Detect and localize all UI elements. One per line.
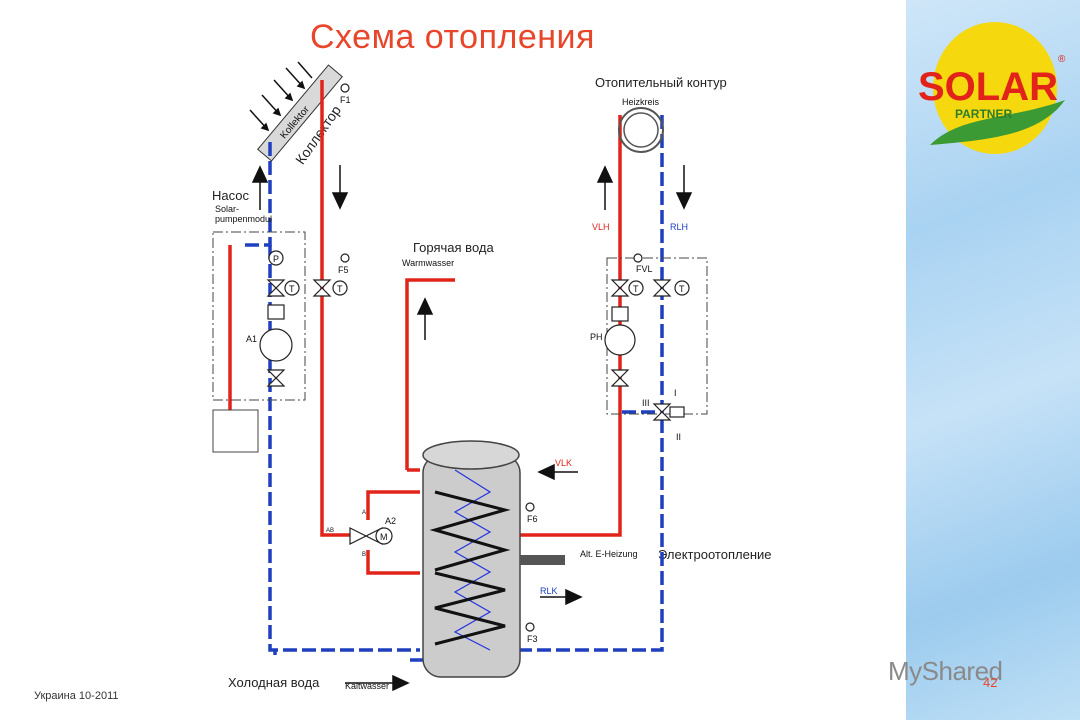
- svg-text:Alt. E-Heizung: Alt. E-Heizung: [580, 549, 638, 559]
- svg-text:F5: F5: [338, 265, 349, 275]
- hot-water-label: Горячая вода: [413, 240, 494, 255]
- svg-text:RLK: RLK: [540, 586, 558, 596]
- expansion-vessel: [212, 409, 259, 453]
- svg-text:A: A: [362, 510, 366, 516]
- flow-arrows: [251, 165, 693, 692]
- storage-tank: [422, 440, 565, 678]
- heating-circuit-label: Отопительный контур: [595, 75, 727, 90]
- svg-text:A1: A1: [246, 334, 257, 344]
- svg-text:T: T: [633, 284, 639, 294]
- svg-text:I: I: [674, 388, 677, 398]
- svg-text:FVL: FVL: [636, 264, 653, 274]
- svg-text:III: III: [642, 398, 650, 408]
- components: [259, 83, 690, 632]
- svg-text:F3: F3: [527, 634, 538, 644]
- svg-text:AB: AB: [326, 528, 334, 534]
- svg-text:RLH: RLH: [670, 222, 688, 232]
- svg-text:II: II: [676, 432, 681, 442]
- svg-text:Solar-: Solar-: [215, 204, 239, 214]
- svg-text:F1: F1: [340, 95, 351, 105]
- svg-text:B: B: [362, 552, 366, 558]
- watermark: MyShared: [888, 656, 1003, 686]
- pump-label: Насос: [212, 188, 249, 203]
- slide-title: Схема отопления: [310, 18, 595, 56]
- svg-text:P: P: [273, 254, 279, 264]
- cold-water-label: Холодная вода: [228, 675, 320, 690]
- svg-text:F6: F6: [527, 514, 538, 524]
- svg-text:Warmwasser: Warmwasser: [402, 258, 454, 268]
- svg-text:Heizkreis: Heizkreis: [622, 97, 660, 107]
- solar-partner-logo: SOLAR PARTNER ®: [918, 22, 1066, 154]
- svg-text:VLH: VLH: [592, 222, 610, 232]
- svg-text:M: M: [380, 532, 388, 542]
- svg-text:PH: PH: [590, 332, 603, 342]
- logo-sub: PARTNER: [955, 107, 1012, 121]
- pump-module-box: [212, 231, 306, 401]
- logo-brand: SOLAR: [918, 65, 1058, 109]
- hot-pipes: [228, 80, 622, 575]
- svg-text:A2: A2: [385, 516, 396, 526]
- svg-text:T: T: [289, 284, 295, 294]
- electric-heating-label: Электроотопление: [658, 547, 772, 562]
- diagram-labels: F1 Solar- pumpenmodul P T F5 T A1 Warmwa…: [215, 95, 688, 691]
- heizkreis-radiator: [618, 107, 664, 153]
- svg-text:pumpenmodul: pumpenmodul: [215, 214, 272, 224]
- logo-reg: ®: [1058, 54, 1066, 65]
- svg-text:Kaltwasser: Kaltwasser: [345, 681, 389, 691]
- sun-rays: [249, 61, 313, 132]
- svg-text:T: T: [337, 284, 343, 294]
- svg-text:VLK: VLK: [555, 458, 572, 468]
- footer-text: Украина 10-2011: [34, 690, 119, 702]
- svg-text:T: T: [679, 284, 685, 294]
- page-number: 42: [983, 675, 998, 690]
